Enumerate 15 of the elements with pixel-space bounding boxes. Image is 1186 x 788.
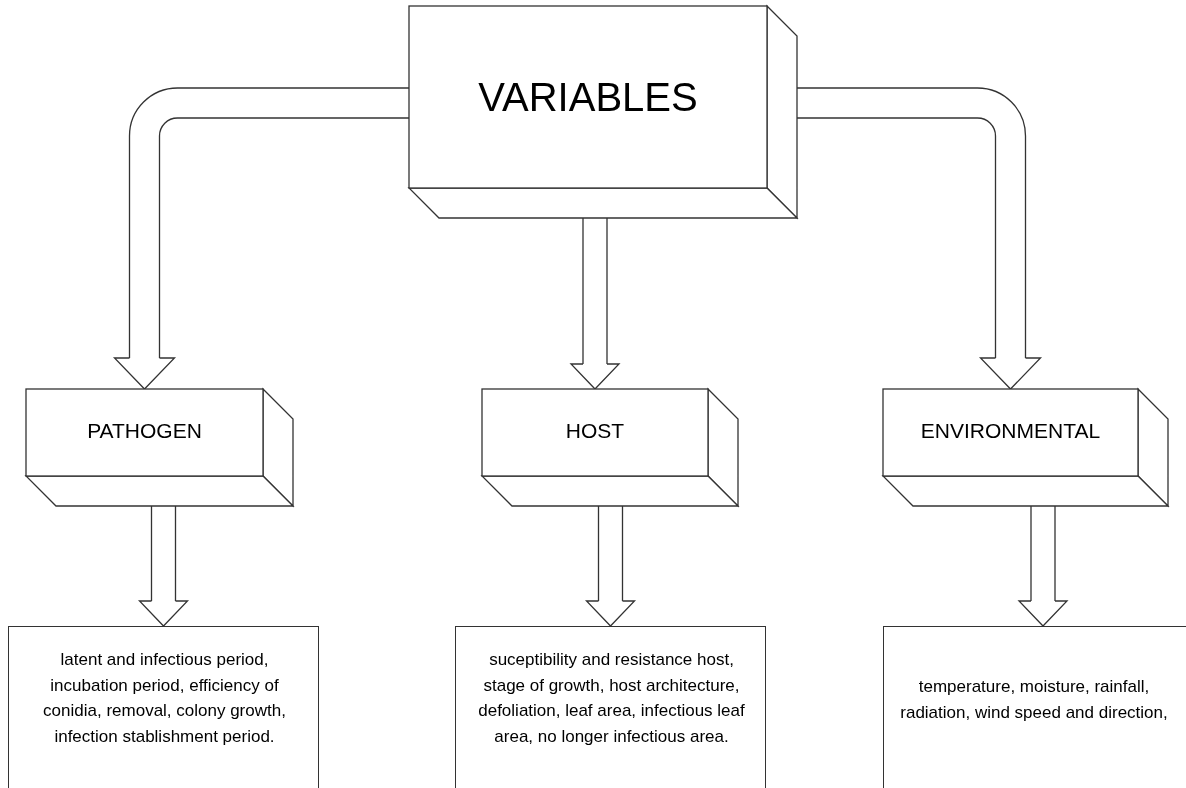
text-box [8,626,319,788]
box-title: PATHOGEN [86,419,203,444]
block-arrow [570,217,620,390]
text-box [455,626,766,788]
description-text: suceptibility and resistance host, stage of growth, host architecture, defoliation, leaf area, infectious leaf area, no longer infectious area. [477,649,746,748]
description-text: latent and infectious period, incubation period, efficiency of conidia, removal, colony growth, infection stablishment period. [42,649,287,748]
box-title: HOST [564,419,626,444]
text-box [883,626,1186,788]
block-arrow [585,505,636,627]
box-title: ENVIRONMENTAL [919,419,1102,444]
block-arrow [113,87,410,390]
box-title: VARIABLES [477,74,699,120]
block-arrow [138,505,189,627]
description-text: temperature, moisture, rainfall, radiation, wind speed and direction, [899,676,1169,724]
block-arrow [1018,505,1068,627]
